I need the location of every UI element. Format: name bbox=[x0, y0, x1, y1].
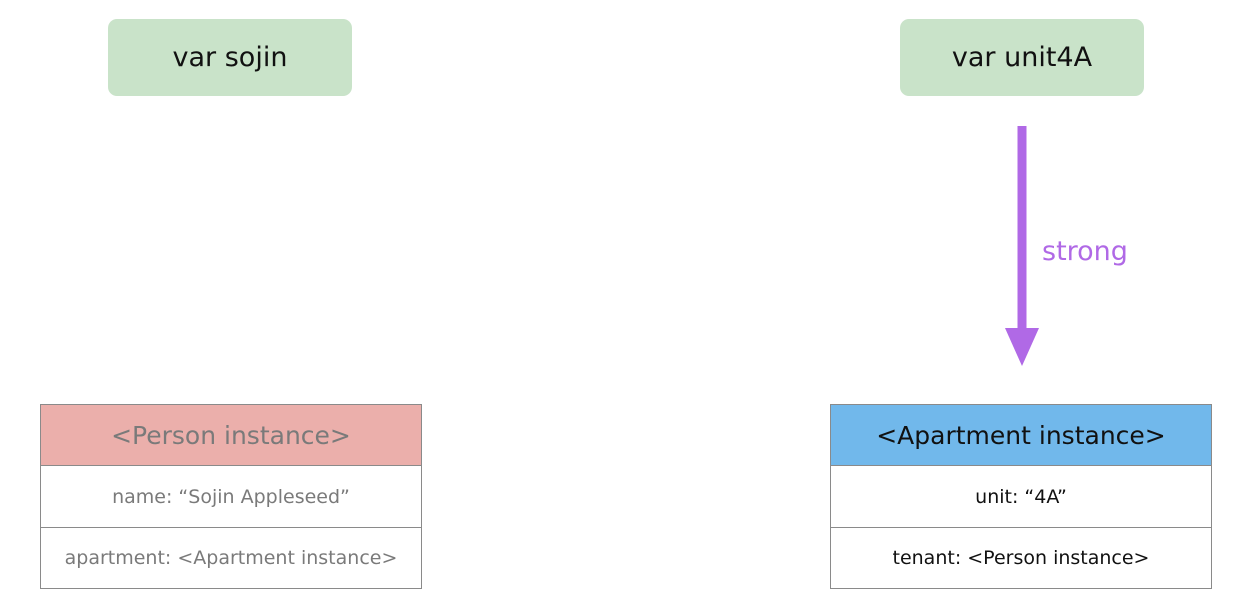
person-instance-box: <Person instance> name: “Sojin Appleseed… bbox=[40, 404, 422, 589]
apartment-tenant-row: tenant: <Person instance> bbox=[831, 527, 1211, 588]
person-instance-header: <Person instance> bbox=[41, 405, 421, 466]
variable-unit4a-box: var unit4A bbox=[900, 19, 1144, 96]
variable-sojin-label: var sojin bbox=[172, 42, 288, 73]
person-apartment-row: apartment: <Apartment instance> bbox=[41, 527, 421, 588]
apartment-instance-header: <Apartment instance> bbox=[831, 405, 1211, 466]
apartment-instance-box: <Apartment instance> unit: “4A” tenant: … bbox=[830, 404, 1212, 589]
strong-reference-label: strong bbox=[1042, 236, 1128, 267]
strong-reference-arrowhead bbox=[1005, 328, 1039, 366]
person-name-row: name: “Sojin Appleseed” bbox=[112, 485, 350, 508]
apartment-unit-row: unit: “4A” bbox=[975, 485, 1067, 508]
variable-sojin-box: var sojin bbox=[108, 19, 352, 96]
variable-unit4a-label: var unit4A bbox=[951, 42, 1093, 73]
